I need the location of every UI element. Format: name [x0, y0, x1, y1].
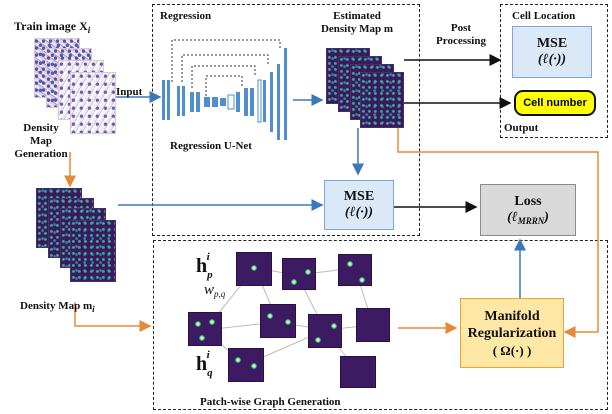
graph-node	[188, 312, 222, 346]
cell-location-mse-box: MSE (ℓ(·))	[512, 26, 592, 78]
estimated-density-label: Estimated Density Map m	[320, 10, 394, 35]
regression-title: Regression	[160, 10, 212, 22]
loss-box: Loss (ℓMRRN)	[480, 184, 576, 236]
density-to-graph-arrow	[74, 302, 152, 332]
graph-node	[338, 254, 372, 286]
graph-group-box	[153, 240, 608, 410]
graph-node	[340, 356, 376, 388]
graph-node-p	[236, 252, 272, 286]
edge-weight-label: wp,q	[204, 282, 226, 300]
mse-box: MSE (ℓ(·))	[324, 180, 394, 230]
output-label: Output	[504, 122, 539, 134]
estimated-to-manifold-arrow	[397, 128, 599, 338]
output-group-box	[500, 4, 608, 138]
density-generation-label: Density Map Generation	[14, 122, 68, 160]
graph-node-q	[228, 348, 264, 382]
node-p-label: hpi	[196, 251, 213, 281]
manifold-regularization-box: Manifold Regularization ( Ω(·) )	[460, 298, 564, 368]
unet-label: Regression U-Net	[170, 140, 252, 152]
cell-number-box: Cell number	[514, 90, 596, 116]
graph-node	[308, 314, 342, 348]
unet-skip-connections	[171, 39, 281, 96]
graph-node	[282, 258, 316, 290]
density-map-label: Density Map mi	[20, 300, 95, 314]
cell-location-title: Cell Location	[512, 10, 576, 22]
graph-node	[260, 304, 296, 338]
post-processing-label: Post Processing	[436, 22, 486, 47]
graph-node	[356, 308, 390, 342]
node-q-label: hqi	[196, 349, 213, 379]
unet-decoder	[227, 48, 287, 140]
regression-group-box	[152, 4, 420, 236]
graph-caption: Patch-wise Graph Generation	[200, 396, 341, 408]
input-label: Input	[116, 86, 143, 98]
unet-encoder	[162, 80, 226, 120]
train-image-label: Train image Xi	[14, 19, 91, 36]
